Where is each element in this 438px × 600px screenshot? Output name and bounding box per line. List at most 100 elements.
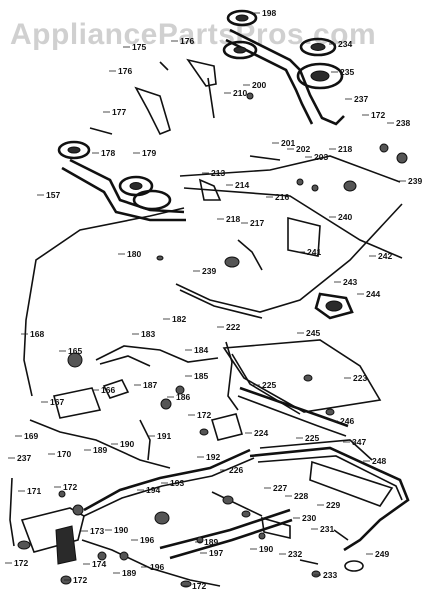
callout-number: 157: [46, 190, 60, 200]
callout-189: 189: [84, 445, 107, 455]
control-valve-assembly: [9, 477, 221, 588]
callout-number: 200: [252, 80, 266, 90]
gas-manifold-lines: [156, 92, 408, 320]
callout-number: 202: [296, 144, 310, 154]
callout-number: 166: [101, 385, 115, 395]
callout-number: 191: [157, 431, 171, 441]
callout-number: 238: [396, 118, 410, 128]
callout-number: 176: [118, 66, 132, 76]
callout-number: 218: [226, 214, 240, 224]
callout-number: 234: [338, 39, 352, 49]
callout-number: 178: [101, 148, 115, 158]
callout-190: 190: [105, 525, 128, 535]
callout-198: 198: [253, 8, 276, 18]
callout-222: 222: [217, 322, 240, 332]
callout-245: 245: [297, 328, 320, 338]
callout-184: 184: [185, 345, 208, 355]
callout-number: 183: [141, 329, 155, 339]
callout-178: 178: [92, 148, 115, 158]
wiring-harness: [23, 207, 219, 469]
callout-225: 225: [296, 433, 319, 443]
callout-number: 225: [262, 380, 276, 390]
callout-243: 243: [334, 277, 357, 287]
callout-172: 172: [362, 110, 385, 120]
callout-180: 180: [118, 249, 141, 259]
callout-224: 224: [245, 428, 268, 438]
callout-190: 190: [250, 544, 273, 554]
callout-number: 233: [323, 570, 337, 580]
callout-number: 231: [320, 524, 334, 534]
callout-214: 214: [226, 180, 249, 190]
callout-number: 194: [146, 485, 160, 495]
callout-number: 239: [202, 266, 216, 276]
callout-213: 213: [202, 168, 225, 178]
callout-number: 176: [180, 36, 194, 46]
callout-number: 224: [254, 428, 268, 438]
callout-number: 239: [408, 176, 422, 186]
callout-number: 241: [307, 247, 321, 257]
callout-203: 203: [305, 152, 328, 162]
callout-number: 248: [372, 456, 386, 466]
callout-number: 235: [340, 67, 354, 77]
callout-218: 218: [329, 144, 352, 154]
callout-200: 200: [243, 80, 266, 90]
callout-number: 172: [73, 575, 87, 585]
callout-number: 179: [142, 148, 156, 158]
callout-number: 169: [24, 431, 38, 441]
callout-248: 248: [363, 456, 386, 466]
callout-number: 230: [302, 513, 316, 523]
callout-218: 218: [217, 214, 240, 224]
callout-176: 176: [109, 66, 132, 76]
callout-number: 167: [50, 397, 64, 407]
callout-number: 245: [306, 328, 320, 338]
callout-number: 186: [176, 392, 190, 402]
callout-196: 196: [131, 535, 154, 545]
callout-225: 225: [253, 380, 276, 390]
callout-232: 232: [279, 549, 302, 559]
callout-number: 240: [338, 212, 352, 222]
callout-number: 196: [140, 535, 154, 545]
callout-number: 232: [288, 549, 302, 559]
callout-number: 180: [127, 249, 141, 259]
callout-169: 169: [15, 431, 38, 441]
callout-number: 225: [305, 433, 319, 443]
callout-number: 165: [68, 346, 82, 356]
callout-number: 172: [14, 558, 28, 568]
callout-number: 196: [150, 562, 164, 572]
callout-number: 210: [233, 88, 247, 98]
callout-223: 223: [344, 373, 367, 383]
burner-rear-right: [186, 9, 345, 126]
callout-226: 226: [220, 465, 243, 475]
callout-189: 189: [113, 568, 136, 578]
callout-number: 170: [57, 449, 71, 459]
callout-217: 217: [241, 218, 264, 228]
callout-number: 171: [27, 486, 41, 496]
callout-172: 172: [183, 581, 206, 591]
callout-157: 157: [37, 190, 60, 200]
callout-number: 226: [229, 465, 243, 475]
parts-artwork: [9, 9, 410, 588]
callout-number: 174: [92, 559, 106, 569]
callout-168: 168: [21, 329, 44, 339]
callout-194: 194: [137, 485, 160, 495]
callout-237: 237: [345, 94, 368, 104]
callout-number: 244: [366, 289, 380, 299]
callout-number: 198: [262, 8, 276, 18]
callout-347: 347: [343, 437, 366, 447]
callout-number: 228: [294, 491, 308, 501]
callout-number: 203: [314, 152, 328, 162]
callout-239: 239: [399, 176, 422, 186]
callout-number: 175: [132, 42, 146, 52]
callout-230: 230: [293, 513, 316, 523]
callout-number: 190: [114, 525, 128, 535]
callout-229: 229: [317, 500, 340, 510]
callout-number: 216: [275, 192, 289, 202]
callout-192: 192: [197, 452, 220, 462]
callout-number: 213: [211, 168, 225, 178]
callout-233: 233: [314, 570, 337, 580]
callout-number: 229: [326, 500, 340, 510]
callout-number: 246: [340, 416, 354, 426]
callout-number: 242: [378, 251, 392, 261]
callout-170: 170: [48, 449, 71, 459]
